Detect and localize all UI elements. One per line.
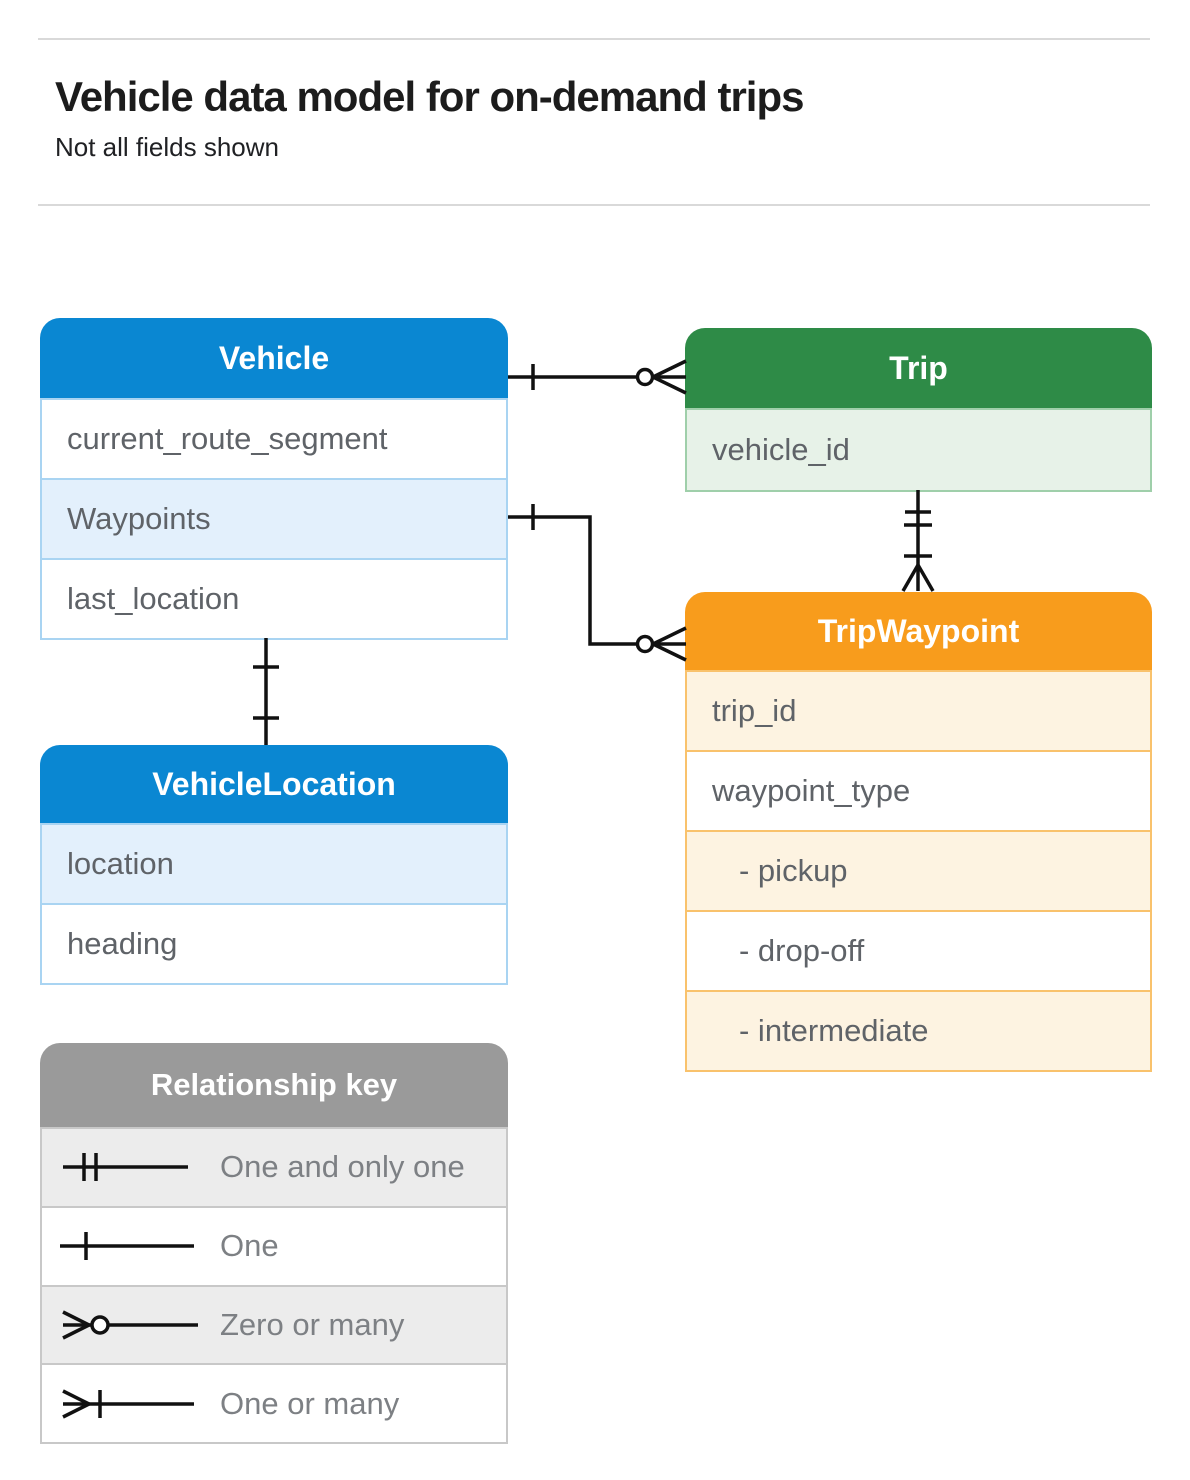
enum-intermediate: - intermediate bbox=[687, 990, 1150, 1070]
relationship-key: Relationship key One and only one bbox=[40, 1043, 508, 1444]
entity-trip-title: Trip bbox=[685, 328, 1152, 408]
field-vehicle-id: vehicle_id bbox=[687, 408, 1150, 490]
top-divider bbox=[38, 38, 1150, 40]
zero-or-many-symbol bbox=[42, 1303, 220, 1347]
header-divider bbox=[38, 204, 1150, 206]
key-row-one: One bbox=[42, 1205, 506, 1285]
field-last-location: last_location bbox=[42, 558, 506, 638]
one-and-only-one-symbol bbox=[42, 1145, 220, 1189]
entity-trip: Trip vehicle_id bbox=[685, 328, 1152, 492]
enum-drop-off: - drop-off bbox=[687, 910, 1150, 990]
key-row-one-or-many: One or many bbox=[42, 1363, 506, 1442]
page-title: Vehicle data model for on-demand trips bbox=[55, 73, 804, 120]
entity-trip-waypoint: TripWaypoint trip_id waypoint_type - pic… bbox=[685, 592, 1152, 1072]
enum-pickup: - pickup bbox=[687, 830, 1150, 910]
connector-vehicle-vehiclelocation bbox=[253, 638, 279, 745]
key-label: Zero or many bbox=[220, 1306, 405, 1342]
entity-vehicle-location-title: VehicleLocation bbox=[40, 745, 508, 823]
field-trip-id: trip_id bbox=[687, 670, 1150, 750]
key-row-one-and-only-one: One and only one bbox=[42, 1127, 506, 1206]
key-label: One or many bbox=[220, 1385, 400, 1421]
one-or-many-symbol bbox=[42, 1382, 220, 1426]
connector-trip-tripwaypoint bbox=[901, 490, 935, 592]
field-location: location bbox=[42, 823, 506, 903]
entity-vehicle-title: Vehicle bbox=[40, 318, 508, 398]
relationship-key-title: Relationship key bbox=[40, 1043, 508, 1127]
field-heading: heading bbox=[42, 903, 506, 983]
field-current-route-segment: current_route_segment bbox=[42, 398, 506, 478]
key-label: One and only one bbox=[220, 1149, 465, 1185]
entity-vehicle-location: VehicleLocation location heading bbox=[40, 745, 508, 985]
connector-waypoints-tripwaypoint bbox=[508, 504, 687, 662]
connector-vehicle-trip bbox=[508, 359, 687, 395]
key-row-zero-or-many: Zero or many bbox=[42, 1284, 506, 1364]
entity-trip-waypoint-title: TripWaypoint bbox=[685, 592, 1152, 670]
one-symbol bbox=[42, 1224, 220, 1268]
field-waypoints: Waypoints bbox=[42, 478, 506, 558]
key-label: One bbox=[220, 1228, 279, 1264]
page-subtitle: Not all fields shown bbox=[55, 132, 279, 162]
entity-vehicle: Vehicle current_route_segment Waypoints … bbox=[40, 318, 508, 640]
field-waypoint-type: waypoint_type bbox=[687, 750, 1150, 830]
